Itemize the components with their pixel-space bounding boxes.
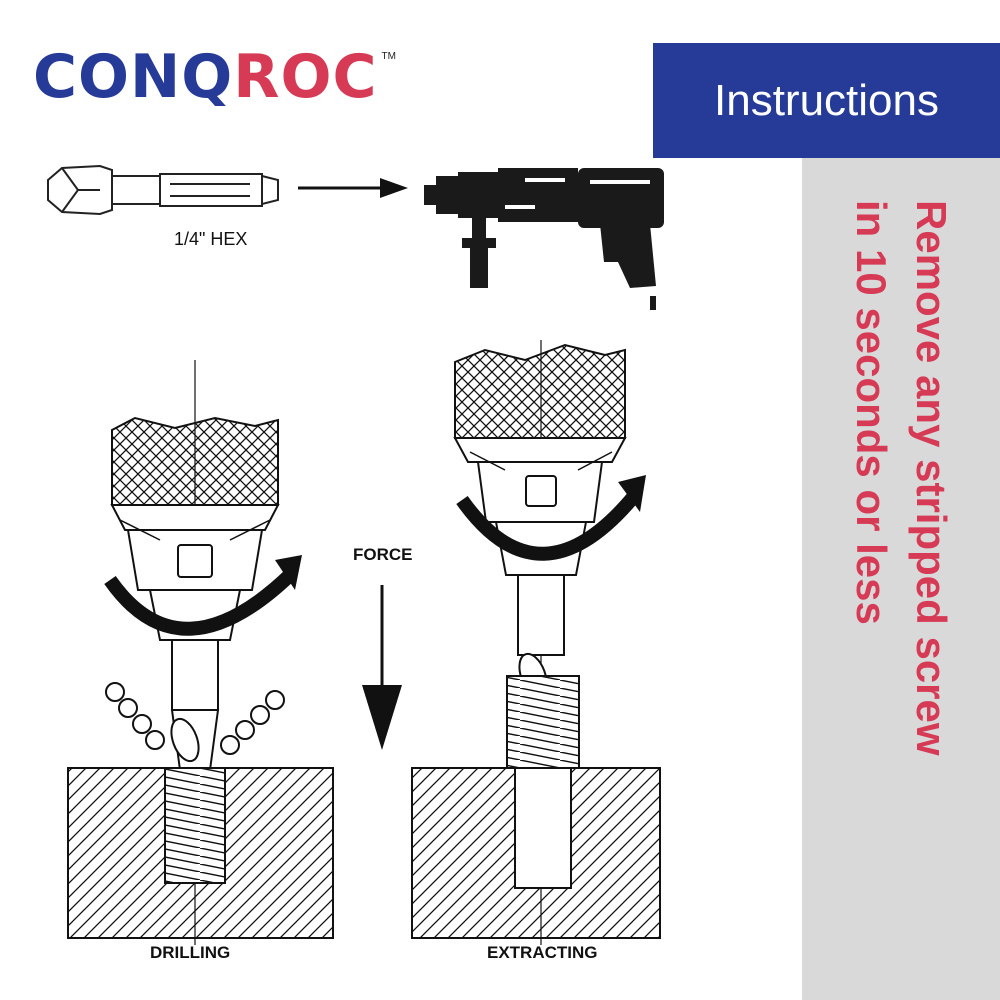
- workpiece-icon: [67, 767, 334, 939]
- drilling-label: DRILLING: [150, 943, 230, 962]
- tagline: Remove any stripped screw in 10 seconds …: [832, 200, 972, 830]
- instructions-banner: Instructions: [653, 43, 1000, 158]
- force-arrow-icon: [362, 585, 402, 750]
- drill-icon: [424, 168, 664, 310]
- rotation-arrow-icon: [104, 555, 302, 636]
- chuck-icon: [110, 360, 280, 945]
- right-arrow-icon: [298, 178, 408, 198]
- tagline-line2: in 10 seconds or less: [848, 200, 895, 625]
- side-panel: [802, 158, 1000, 1000]
- brand-logo: CONQ ROC TM: [33, 45, 396, 115]
- hex-label: 1/4" HEX: [174, 229, 247, 249]
- tagline-line1: Remove any stripped screw: [908, 200, 955, 756]
- trademark-mark: TM: [381, 51, 396, 62]
- bit-icon: [47, 164, 279, 216]
- banner-title: Instructions: [714, 75, 939, 125]
- brand-name-part1: CONQ: [33, 42, 234, 112]
- brand-name-part2: ROC: [233, 42, 378, 112]
- instruction-diagram: 1/4" HEX: [47, 164, 664, 962]
- rotation-arrow-icon: [456, 475, 646, 561]
- spring-chips-icon: [105, 682, 285, 755]
- extracting-label: EXTRACTING: [487, 943, 598, 962]
- force-label: FORCE: [353, 545, 413, 564]
- workpiece-icon: [411, 675, 661, 939]
